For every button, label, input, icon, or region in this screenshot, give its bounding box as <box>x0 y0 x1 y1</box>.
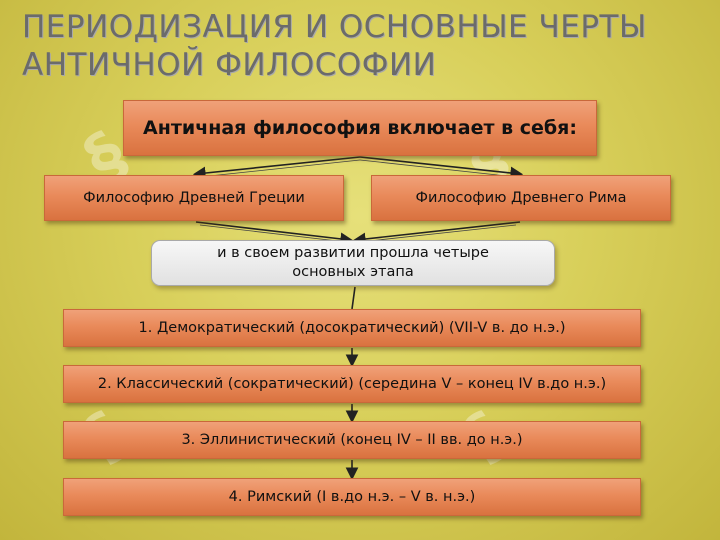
slide-title-line-1: ПЕРИОДИЗАЦИЯ И ОСНОВНЫЕ ЧЕРТЫ <box>22 9 647 45</box>
stage-box-3: 3. Эллинистический (конец IV – II вв. до… <box>63 421 641 459</box>
root-box: Античная философия включает в себя: <box>123 100 597 156</box>
stage-box-2: 2. Классический (сократический) (середин… <box>63 365 641 403</box>
line-note-to-stage-1 <box>351 286 356 310</box>
note-box: и в своем развитии прошла четыре основны… <box>151 240 555 286</box>
branch-box-greece: Философию Древней Греции <box>44 175 344 221</box>
stage-box-4: 4. Римский (I в.до н.э. – V в. н.э.) <box>63 478 641 516</box>
arrow-greece-to-note <box>195 221 354 246</box>
arrow-rome-to-note <box>352 221 521 246</box>
stage-box-1: 1. Демократический (досократический) (VI… <box>63 309 641 347</box>
branch-box-rome: Философию Древнего Рима <box>371 175 671 221</box>
slide-title: ПЕРИОДИЗАЦИЯ И ОСНОВНЫЕ ЧЕРТЫ АНТИЧНОЙ Ф… <box>22 8 702 84</box>
slide-title-line-2: АНТИЧНОЙ ФИЛОСОФИИ <box>22 47 437 83</box>
arrow-root-to-greece <box>192 156 361 180</box>
